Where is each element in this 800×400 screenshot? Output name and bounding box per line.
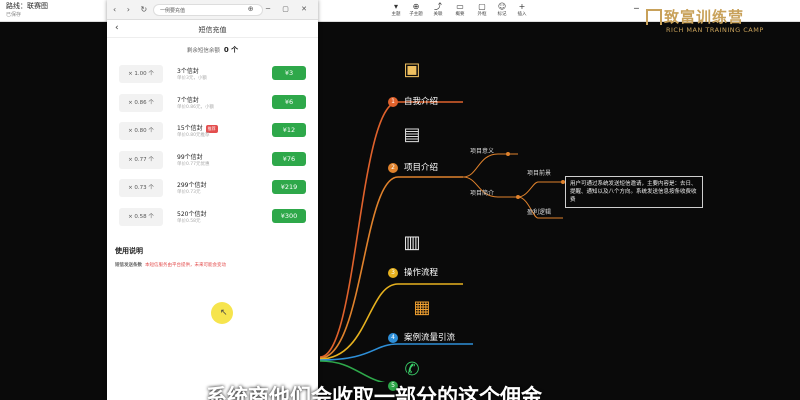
id-card-icon: ▣ <box>403 59 421 80</box>
minimize-icon[interactable]: ─ <box>634 4 639 13</box>
package-row[interactable]: × 1.00 个 3个信封单价3元，小额 ¥3 <box>115 63 310 92</box>
package-name: 299个信封 <box>177 182 207 189</box>
package-desc: 单价0.58元 <box>177 218 201 224</box>
quantity-stepper[interactable]: × 1.00 个 <box>119 65 163 83</box>
back-icon[interactable]: ‹ <box>115 23 119 33</box>
dropdown-icon: ▾ <box>393 2 398 11</box>
node-number: 2 <box>388 162 398 173</box>
usage-text: 本短信服务由平台提供，未来可能会变动 <box>145 263 226 268</box>
mindmap-node[interactable]: 4 案例流量引流 <box>388 331 455 343</box>
plus-node-icon: ⊕ <box>412 2 420 11</box>
subnode-label[interactable]: 项目意义 <box>470 148 495 155</box>
usage-title: 使用说明 <box>115 247 143 255</box>
buy-button[interactable]: ¥76 <box>272 151 306 166</box>
quantity-stepper[interactable]: × 0.73 个 <box>119 179 163 197</box>
boundary-icon: ▢ <box>478 2 486 11</box>
package-name: 520个信封 <box>177 210 207 218</box>
window-controls[interactable]: ⊕ ─ ▢ ✕ <box>247 5 312 13</box>
package-list: × 1.00 个 3个信封单价3元，小额 ¥3 × 0.86 个 7个信封单价0.86元… <box>107 63 318 234</box>
browser-nav-icons[interactable]: ‹ › ↻ <box>113 5 152 14</box>
package-row[interactable]: × 0.77 个 99个信封单价0.77元优惠 ¥76 <box>115 149 310 178</box>
mindmap-node[interactable]: 1 自我介绍 <box>388 95 438 107</box>
usage-row: 短信发送条数本短信服务由平台提供，未来可能会变动 <box>115 262 310 268</box>
mindmap-branches <box>319 101 565 382</box>
document-icon: ▤ <box>403 124 421 145</box>
subnode-label[interactable]: 项目前景 <box>527 170 552 177</box>
video-caption: 系统商他们会收取一部分的这个佣金 <box>206 385 542 400</box>
toolbar-topic-button[interactable]: ▾主题 <box>384 2 408 17</box>
package-desc: 单价0.80元推荐 <box>177 133 210 138</box>
buy-button[interactable]: ¥6 <box>272 94 306 109</box>
cursor-icon: ↖ <box>220 308 228 318</box>
package-desc: 单价0.86元，小额 <box>177 104 215 110</box>
link-icon: ⤴ <box>434 2 442 11</box>
package-name: 99个信封 <box>177 153 203 161</box>
package-row[interactable]: × 0.58 个 520个信封单价0.58元 ¥300 <box>115 206 310 235</box>
url-field[interactable]: 一例要充值 <box>153 4 263 16</box>
node-number: 4 <box>388 332 398 343</box>
package-desc: 单价0.73元 <box>177 190 201 195</box>
buy-button[interactable]: ¥300 <box>272 208 306 223</box>
phone-icon: ✆ <box>404 359 420 380</box>
brand-mark-icon <box>646 9 662 25</box>
node-label: 自我介绍 <box>404 97 439 107</box>
mindmap-node[interactable]: 2 项目介绍 <box>388 161 438 173</box>
package-name: 7个信封 <box>177 96 199 104</box>
quantity-stepper[interactable]: × 0.77 个 <box>119 150 163 169</box>
cursor-highlight <box>211 302 233 324</box>
buy-button[interactable]: ¥3 <box>272 66 306 80</box>
package-desc: 单价0.77元优惠 <box>177 161 210 167</box>
package-name: 3个信封 <box>177 68 199 75</box>
balance-value: 0 个 <box>223 46 239 54</box>
usage-label: 短信发送条数 <box>115 263 142 268</box>
page-header: ‹ 短信充值 <box>107 20 318 38</box>
node-label: 案例流量引流 <box>404 333 456 343</box>
package-row[interactable]: × 0.73 个 299个信封单价0.73元 ¥219 <box>115 177 310 206</box>
package-row[interactable]: × 0.80 个 15个信封推荐单价0.80元推荐 ¥12 <box>115 120 310 149</box>
browser-bar: ‹ › ↻ 一例要充值 ⊕ ─ ▢ ✕ <box>107 0 318 20</box>
toolbar-outline-button[interactable]: ▭概要 <box>448 2 472 17</box>
brand-name: 致富训练营 <box>664 8 745 26</box>
mindmap-note[interactable]: 用户可通过系统发送短信邀请，主要内容是：去日、提醒、通知以及八个方向。系统发送信… <box>565 176 703 208</box>
brand-tagline: RICH MAN TRAINING CAMP <box>666 26 764 34</box>
subnode-label[interactable]: 盈利逻辑 <box>527 209 552 216</box>
recommend-badge: 推荐 <box>205 124 218 133</box>
mindmap-node[interactable]: 5 <box>388 381 404 392</box>
balance-label: 剩余短信余额 <box>186 48 220 54</box>
toolbar-boundary-button[interactable]: ▢外框 <box>470 2 494 17</box>
quantity-stepper[interactable]: × 0.80 个 <box>119 122 163 140</box>
node-label: 操作流程 <box>404 268 439 278</box>
quantity-stepper[interactable]: × 0.58 个 <box>119 207 163 226</box>
save-status: 已保存 <box>6 12 22 18</box>
mark-icon: ☺ <box>497 2 507 11</box>
package-name: 15个信封推荐 <box>177 124 218 133</box>
buy-button[interactable]: ¥219 <box>272 180 306 194</box>
toolbar-link-button[interactable]: ⤴关联 <box>426 2 450 17</box>
subnode-label[interactable]: 项目简介 <box>470 190 495 197</box>
node-number: 5 <box>388 381 398 391</box>
package-desc: 单价3元，小额 <box>177 76 207 81</box>
mindmap-node[interactable]: 3 操作流程 <box>388 266 438 278</box>
bar-chart-icon: ▦ <box>413 297 431 318</box>
node-number: 1 <box>388 96 398 107</box>
node-label: 项目介绍 <box>404 163 439 173</box>
app-title: 路线：联赛图 <box>6 2 48 10</box>
toolbar-mark-button[interactable]: ☺标记 <box>490 2 514 17</box>
insert-icon: + <box>518 2 526 11</box>
brand-logo: 致富训练营 RICH MAN TRAINING CAMP <box>646 6 796 36</box>
buy-button[interactable]: ¥12 <box>272 123 306 137</box>
usage-section: 使用说明 短信发送条数本短信服务由平台提供，未来可能会变动 <box>115 246 310 268</box>
page-title: 短信充值 <box>198 26 227 34</box>
keyboard-icon: ▥ <box>403 232 421 253</box>
quantity-stepper[interactable]: × 0.86 个 <box>119 93 163 112</box>
package-row[interactable]: × 0.86 个 7个信封单价0.86元，小额 ¥6 <box>115 92 310 121</box>
toolbar-subtopic-button[interactable]: ⊕子主题 <box>404 2 428 17</box>
outline-icon: ▭ <box>456 2 464 11</box>
toolbar-insert-button[interactable]: +插入 <box>510 2 534 17</box>
node-number: 3 <box>388 267 398 278</box>
